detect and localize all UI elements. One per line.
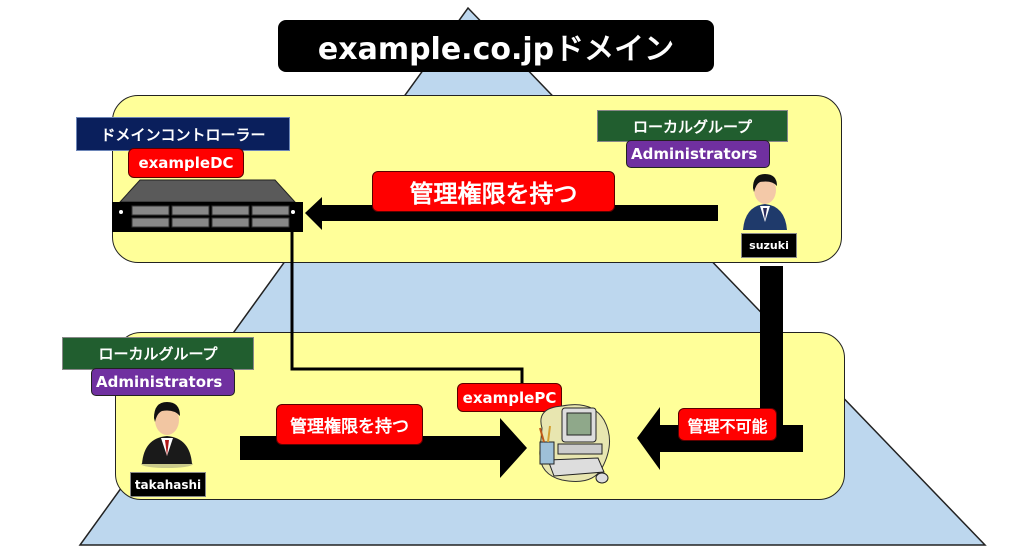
computer-icon: [539, 404, 610, 484]
management-denied-label: 管理不可能: [678, 408, 777, 441]
dc-hostname-badge: exampleDC: [128, 148, 244, 178]
admin-right-label-dc: 管理権限を持つ: [372, 171, 615, 212]
local-group-label-dc: ローカルグループ: [597, 110, 788, 142]
local-group-label-pc: ローカルグループ: [62, 337, 254, 370]
user-suzuki-icon: [743, 174, 787, 230]
admin-right-label-pc: 管理権限を持つ: [276, 404, 423, 445]
page-title: example.co.jpドメイン: [278, 20, 714, 72]
arrow-takahashi-to-pc: [240, 418, 527, 478]
user-takahashi-tag: takahashi: [130, 472, 206, 497]
administrators-group-dc: Administrators: [626, 140, 770, 168]
user-takahashi-icon: [141, 402, 193, 468]
pc-hostname-badge: examplePC: [457, 383, 562, 412]
server-icon: [112, 179, 303, 232]
administrators-group-pc: Administrators: [91, 368, 235, 396]
user-suzuki-tag: suzuki: [741, 233, 797, 258]
domain-controller-label: ドメインコントローラー: [76, 117, 290, 151]
